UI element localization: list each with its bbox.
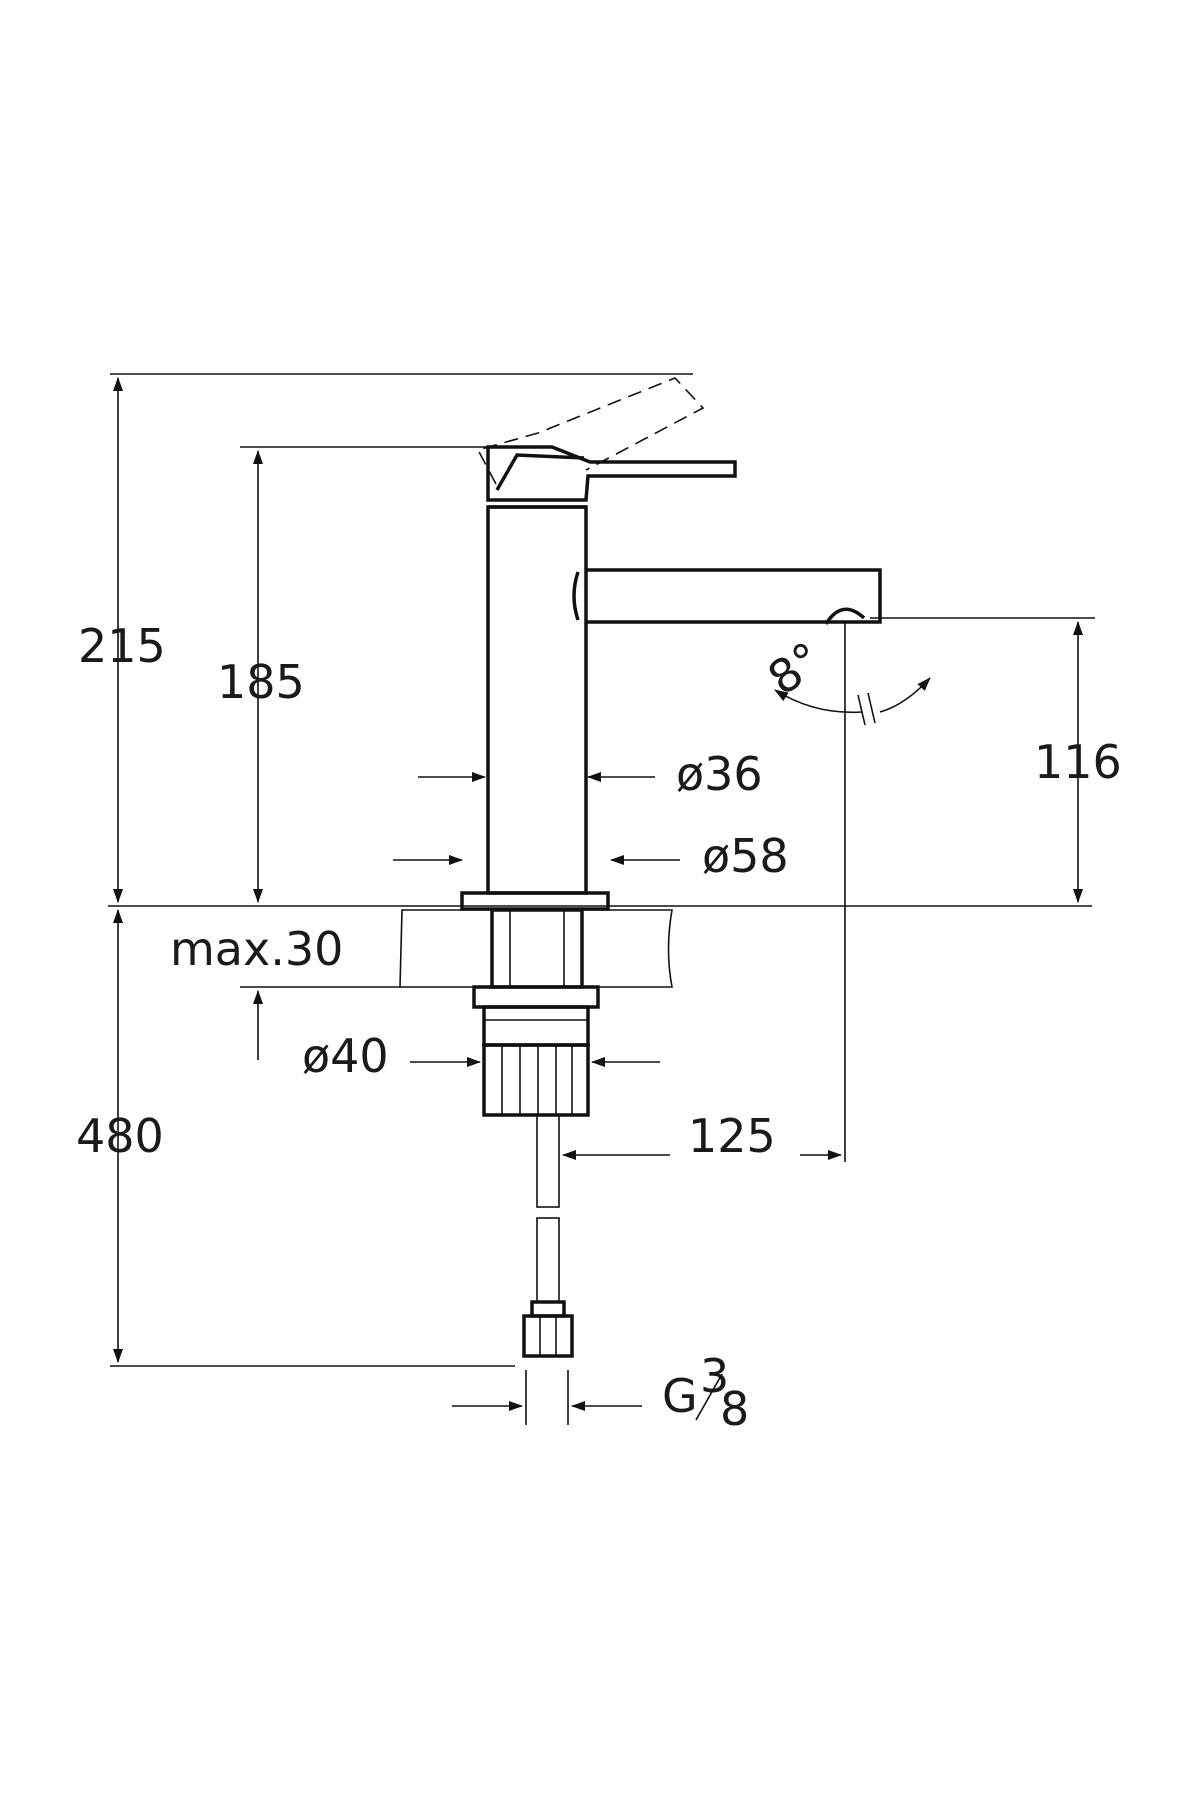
- label-spout-reach: 125: [688, 1109, 776, 1163]
- label-spout-angle: 8°: [758, 631, 832, 705]
- label-countertop-thickness: max.30: [170, 922, 343, 976]
- label-base-diameter: ø58: [702, 829, 789, 883]
- label-connection-thread: G 3 8: [662, 1349, 749, 1436]
- label-spout-height: 116: [1034, 735, 1122, 789]
- label-body-diameter: ø36: [676, 747, 763, 801]
- svg-text:8: 8: [720, 1382, 749, 1436]
- extension-lines: [108, 373, 1095, 1367]
- label-total-height: 215: [78, 619, 166, 673]
- flexible-hose: [522, 1114, 574, 1358]
- faucet-body: [460, 377, 882, 911]
- label-hose-length: 480: [76, 1109, 164, 1163]
- dimension-labels: 215 185 116 ø36 ø58 max.30 ø40 125 480 8…: [76, 619, 1122, 1436]
- countertop-section: [399, 909, 673, 988]
- svg-text:3: 3: [700, 1349, 729, 1403]
- shank-assembly: [472, 908, 600, 1117]
- svg-text:G: G: [662, 1369, 698, 1423]
- label-shank-diameter: ø40: [302, 1029, 389, 1083]
- dimension-arrows: [113, 377, 1083, 1425]
- label-body-height: 185: [217, 655, 305, 709]
